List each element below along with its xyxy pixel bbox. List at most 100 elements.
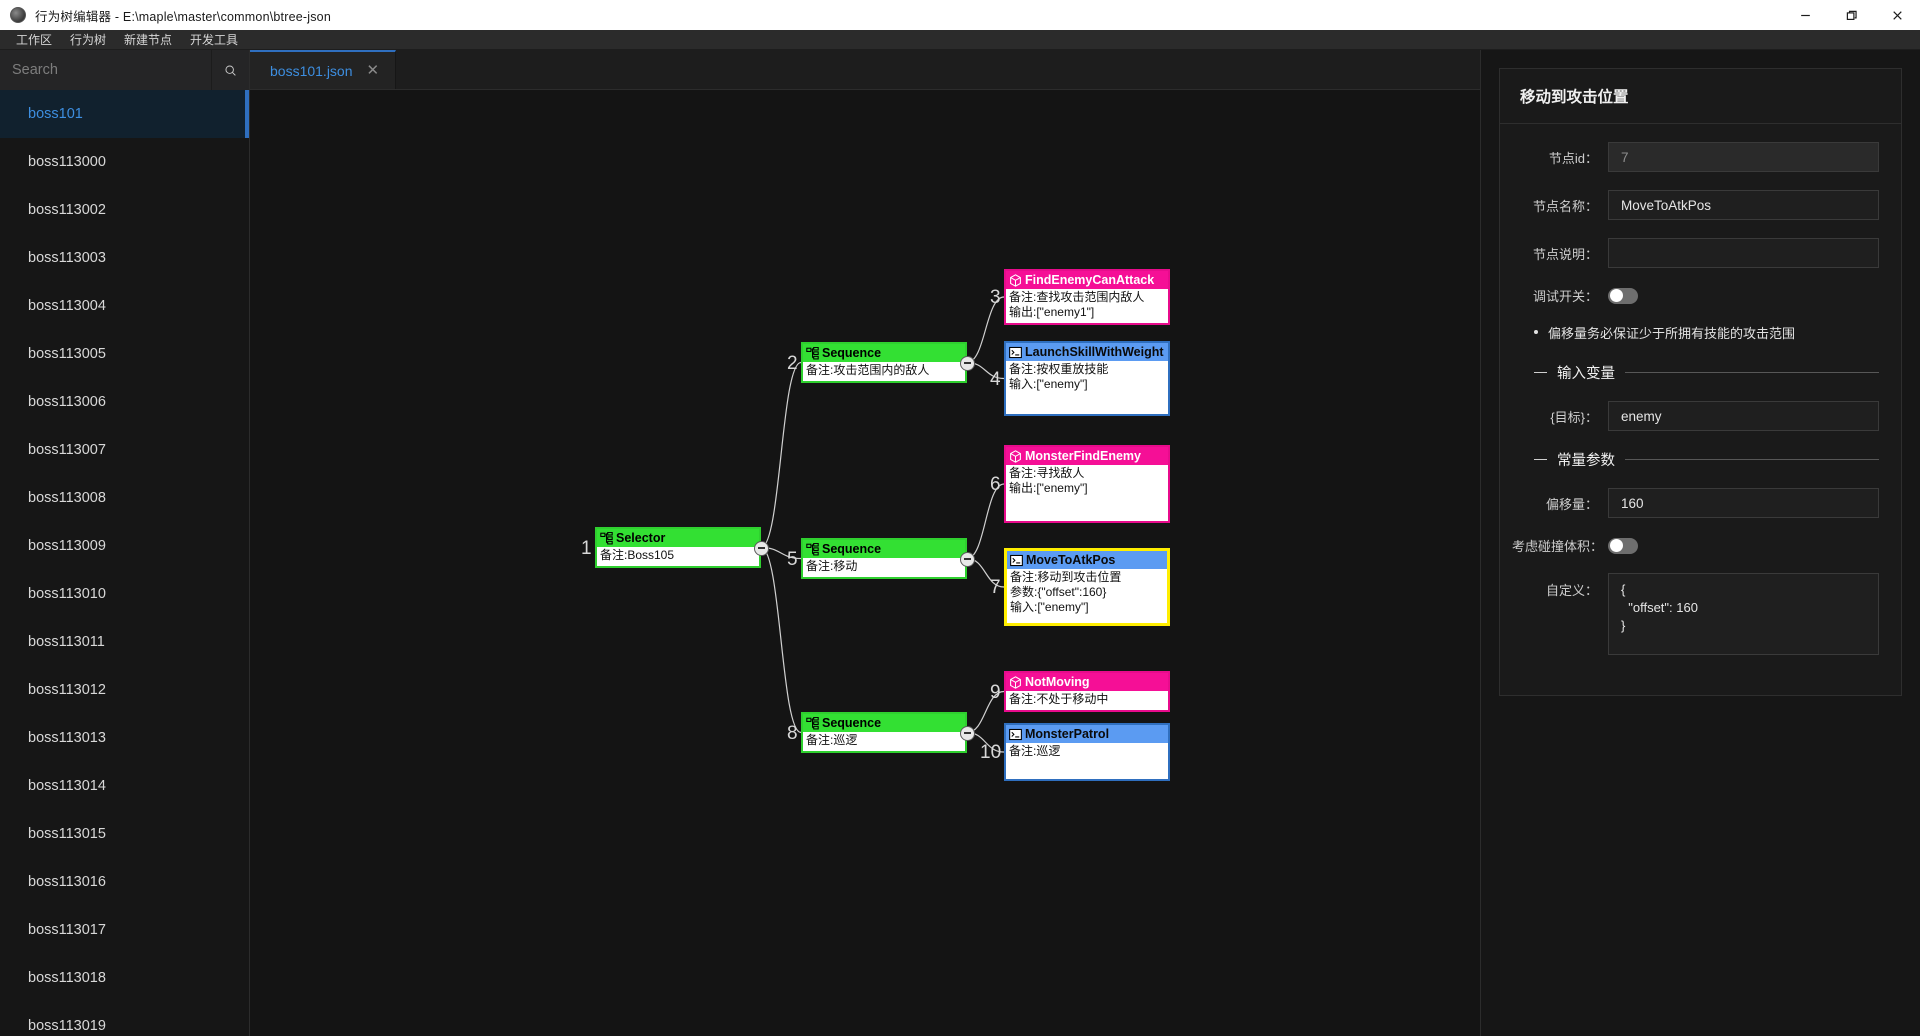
tab-close-icon[interactable]: ✕ bbox=[366, 62, 380, 79]
node-body: 备注:攻击范围内的敌人 bbox=[803, 362, 965, 381]
tree-edge bbox=[760, 361, 802, 549]
node-name-input[interactable] bbox=[1608, 190, 1879, 220]
tab-boss101-json[interactable]: boss101.json ✕ bbox=[250, 50, 397, 89]
field-custom: 自定义： bbox=[1512, 573, 1879, 655]
hexagon-icon bbox=[1009, 675, 1022, 689]
close-button[interactable] bbox=[1874, 0, 1920, 30]
node-collapse-handle[interactable] bbox=[754, 540, 769, 556]
sidebar-item-label: boss113008 bbox=[28, 490, 106, 506]
hierarchy-icon bbox=[806, 716, 819, 730]
sidebar-item-boss113008[interactable]: boss113008 bbox=[0, 474, 249, 522]
sidebar-item-boss113006[interactable]: boss113006 bbox=[0, 378, 249, 426]
sidebar-item-boss113018[interactable]: boss113018 bbox=[0, 954, 249, 1002]
node-line: 备注:巡逻 bbox=[806, 733, 858, 747]
maximize-button[interactable] bbox=[1828, 0, 1874, 30]
node-title: Sequence bbox=[822, 542, 882, 556]
sidebar-item-boss113017[interactable]: boss113017 bbox=[0, 906, 249, 954]
sidebar-item-boss113014[interactable]: boss113014 bbox=[0, 762, 249, 810]
node-header: MoveToAtkPos bbox=[1007, 551, 1167, 569]
node-index: 4 bbox=[990, 368, 1001, 390]
sidebar-item-boss113007[interactable]: boss113007 bbox=[0, 426, 249, 474]
node-collapse-handle[interactable] bbox=[960, 551, 975, 567]
minimize-button[interactable] bbox=[1782, 0, 1828, 30]
sidebar-item-boss113000[interactable]: boss113000 bbox=[0, 138, 249, 186]
sidebar-item-boss113009[interactable]: boss113009 bbox=[0, 522, 249, 570]
sidebar-item-boss113012[interactable]: boss113012 bbox=[0, 666, 249, 714]
sidebar-item-label: boss113002 bbox=[28, 202, 106, 218]
sidebar-item-boss113003[interactable]: boss113003 bbox=[0, 234, 249, 282]
search-input[interactable] bbox=[0, 50, 211, 90]
field-node-name: 节点名称： bbox=[1512, 190, 1879, 220]
node-line: 备注:按权重放技能 bbox=[1009, 362, 1109, 376]
debug-switch-toggle[interactable] bbox=[1608, 287, 1638, 304]
node-line: 输出:["enemy1"] bbox=[1009, 305, 1095, 319]
tree-edge bbox=[966, 483, 1005, 560]
hexagon-icon bbox=[1009, 449, 1022, 463]
collision-toggle[interactable] bbox=[1608, 537, 1638, 554]
node-line: 输入:["enemy"] bbox=[1009, 377, 1088, 391]
node-header: Sequence bbox=[803, 344, 965, 362]
node-collapse-handle[interactable] bbox=[960, 355, 975, 371]
panel-note-text: 偏移量务必保证少于所拥有技能的攻击范围 bbox=[1548, 326, 1796, 341]
node-body: 备注:巡逻 bbox=[803, 732, 965, 751]
node-title: NotMoving bbox=[1025, 675, 1090, 689]
sidebar-item-boss113011[interactable]: boss113011 bbox=[0, 618, 249, 666]
node-line: 输入:["enemy"] bbox=[1010, 600, 1089, 614]
offset-input[interactable] bbox=[1608, 488, 1879, 518]
node-header: FindEnemyCanAttack bbox=[1006, 271, 1168, 289]
field-offset: 偏移量： bbox=[1512, 488, 1879, 518]
sidebar-item-boss113013[interactable]: boss113013 bbox=[0, 714, 249, 762]
node-body: 备注:Boss105 bbox=[597, 547, 759, 566]
panel-note: 偏移量务必保证少于所拥有技能的攻击范围 bbox=[1534, 323, 1879, 342]
sidebar-item-boss113016[interactable]: boss113016 bbox=[0, 858, 249, 906]
node-index: 9 bbox=[990, 681, 1001, 703]
sidebar-item-boss113015[interactable]: boss113015 bbox=[0, 810, 249, 858]
section-divider bbox=[1625, 459, 1879, 460]
node-collapse-handle[interactable] bbox=[960, 725, 975, 741]
sidebar-item-boss101[interactable]: boss101 bbox=[0, 90, 249, 138]
node-header: Selector bbox=[597, 529, 759, 547]
node-header: MonsterPatrol bbox=[1006, 725, 1168, 743]
sidebar-item-boss113002[interactable]: boss113002 bbox=[0, 186, 249, 234]
sidebar-item-label: boss113010 bbox=[28, 586, 106, 602]
sidebar-item-boss113005[interactable]: boss113005 bbox=[0, 330, 249, 378]
target-input[interactable] bbox=[1608, 401, 1879, 431]
sidebar: boss101boss113000boss113002boss113003bos… bbox=[0, 50, 250, 1036]
node-id-label: 节点id： bbox=[1548, 150, 1598, 166]
node-index: 10 bbox=[980, 742, 1002, 763]
tab-label: boss101.json bbox=[270, 62, 353, 79]
hexagon-icon bbox=[1009, 273, 1022, 287]
node-header: MonsterFindEnemy bbox=[1006, 447, 1168, 465]
menu-item-dev-tools[interactable]: 开发工具 bbox=[190, 32, 239, 47]
node-id-input[interactable] bbox=[1608, 142, 1879, 172]
sidebar-item-boss113019[interactable]: boss113019 bbox=[0, 1002, 249, 1036]
collapse-minus-icon[interactable] bbox=[1534, 371, 1547, 374]
node-index: 8 bbox=[787, 722, 798, 744]
section-const-params[interactable]: 常量参数 bbox=[1534, 449, 1879, 470]
section-input-variables[interactable]: 输入变量 bbox=[1534, 362, 1879, 383]
sidebar-item-boss113010[interactable]: boss113010 bbox=[0, 570, 249, 618]
tabbar: boss101.json ✕ bbox=[250, 50, 1480, 90]
menu-item-new-node[interactable]: 新建节点 bbox=[124, 32, 173, 47]
section-input-label: 输入变量 bbox=[1557, 366, 1615, 382]
node-desc-input[interactable] bbox=[1608, 238, 1879, 268]
search-icon[interactable] bbox=[211, 50, 249, 90]
custom-json-textarea[interactable] bbox=[1608, 573, 1879, 655]
node-line: 输出:["enemy"] bbox=[1009, 481, 1088, 495]
sidebar-item-label: boss113017 bbox=[28, 922, 106, 938]
sidebar-item-boss113004[interactable]: boss113004 bbox=[0, 282, 249, 330]
menu-item-workspace[interactable]: 工作区 bbox=[16, 32, 53, 47]
collapse-minus-icon[interactable] bbox=[1534, 458, 1547, 461]
menu-item-behavior-tree[interactable]: 行为树 bbox=[70, 32, 107, 47]
